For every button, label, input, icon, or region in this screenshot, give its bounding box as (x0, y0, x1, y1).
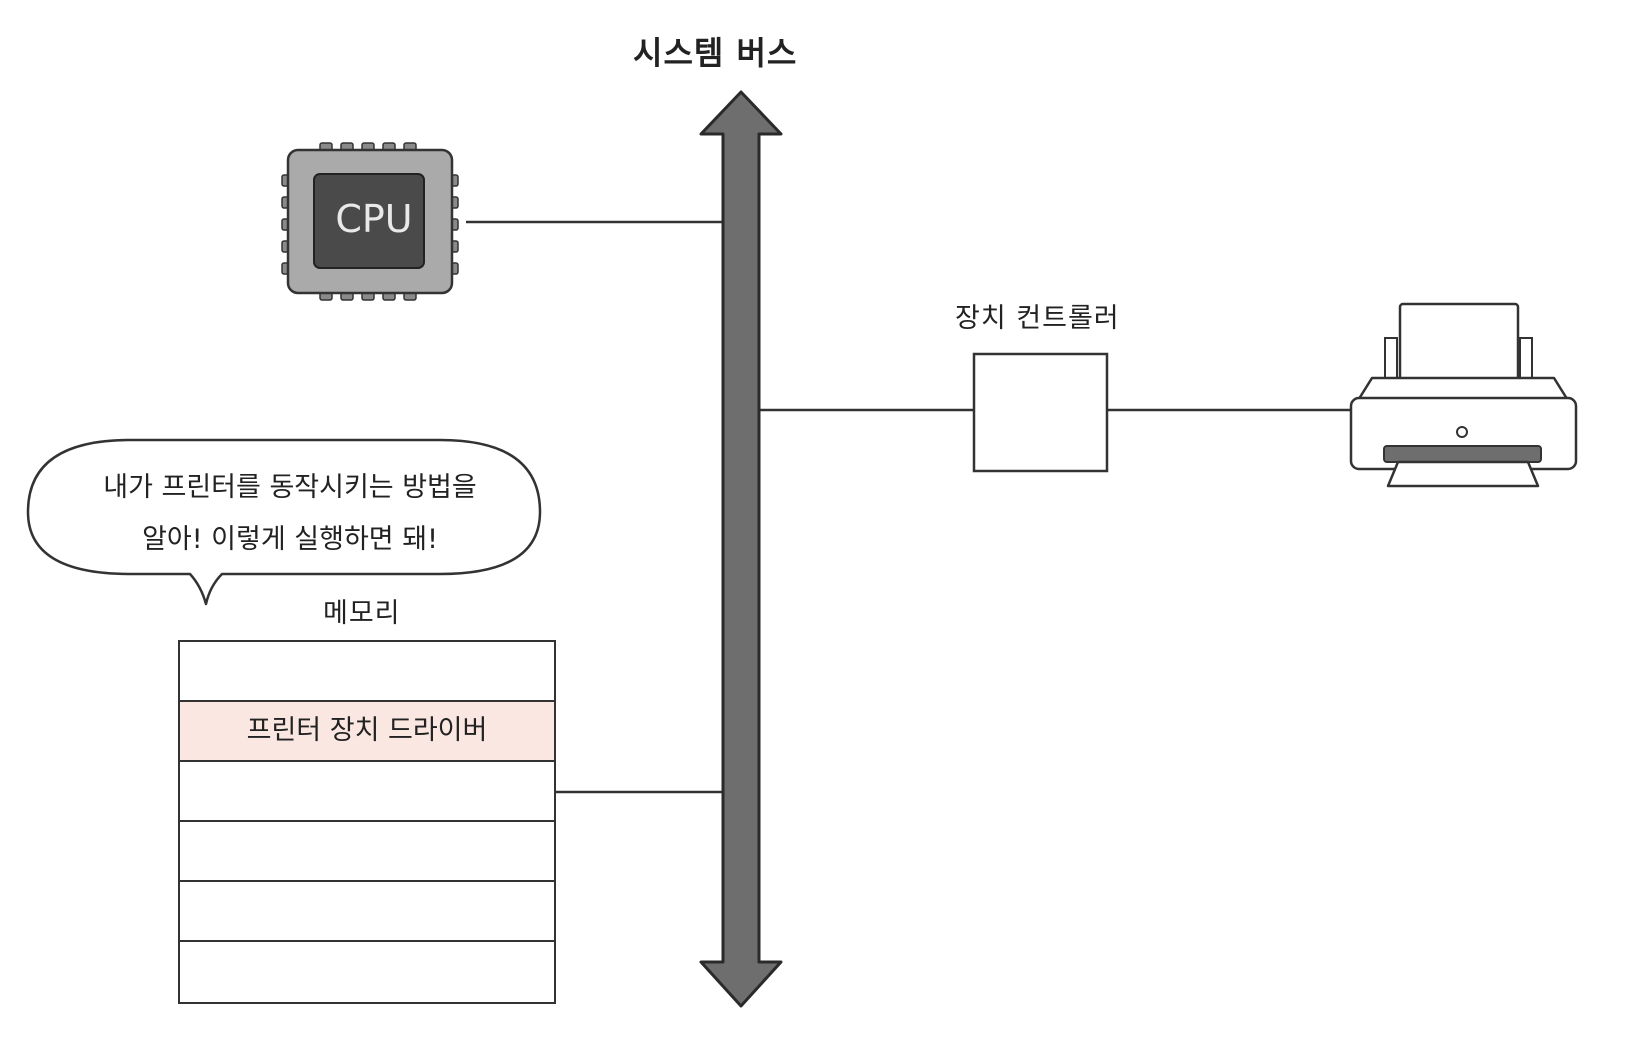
memory-row (180, 642, 554, 702)
memory-row-label (180, 642, 554, 700)
speech-bubble (26, 438, 542, 606)
system-bus-arrow (699, 90, 783, 1008)
device-controller-label: 장치 컨트롤러 (955, 303, 1120, 334)
memory-row (180, 942, 554, 1002)
printer-icon (1349, 302, 1578, 488)
memory-row-printer-driver: 프린터 장치 드라이버 (180, 702, 554, 762)
memory-row (180, 882, 554, 942)
memory-row-label (180, 942, 554, 1000)
speech-bubble-line-1: 내가 프린터를 동작시키는 방법을 (103, 472, 477, 503)
memory-block: 프린터 장치 드라이버 (178, 640, 556, 1004)
device-controller-box (972, 352, 1109, 473)
printer-driver-label: 프린터 장치 드라이버 (246, 715, 488, 746)
memory-label: 메모리 (323, 598, 401, 629)
memory-row (180, 822, 554, 882)
memory-row (180, 762, 554, 822)
cpu-label: CPU (335, 197, 413, 241)
memory-row-label (180, 822, 554, 880)
system-bus-label: 시스템 버스 (633, 34, 798, 72)
memory-row-label (180, 762, 554, 820)
speech-bubble-line-2: 알아! 이렇게 실행하면 돼! (142, 524, 438, 555)
memory-row-label (180, 882, 554, 940)
cpu-chip-icon (281, 142, 459, 301)
